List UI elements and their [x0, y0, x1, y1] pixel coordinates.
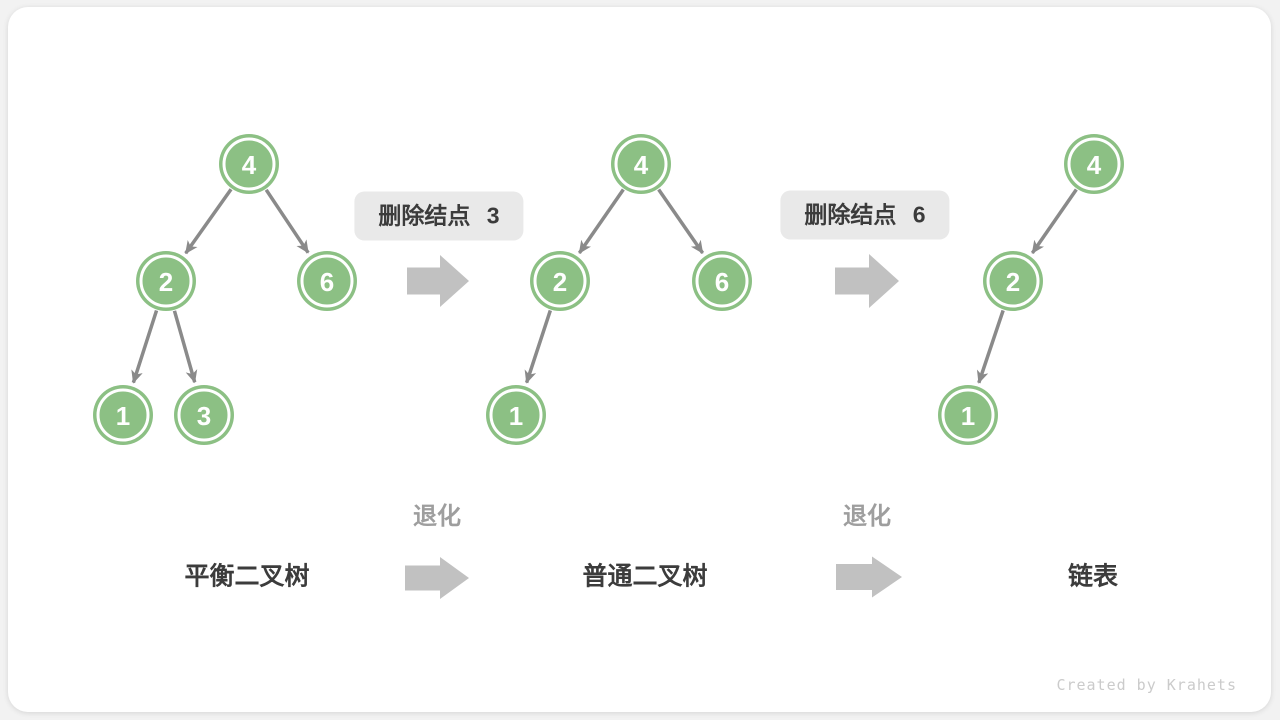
node-inner-ring [614, 137, 668, 191]
tree-name-linked-list: 链表 [1067, 562, 1119, 591]
degrade-label-1: 退化 [413, 503, 461, 530]
tree-name-ordinary-binary-tree: 普通二叉树 [582, 562, 708, 591]
tree-linked-list: 4 2 1 [938, 134, 1124, 445]
node-value: 3 [197, 401, 211, 431]
degrade-label-2: 退化 [843, 503, 891, 530]
node-value: 1 [961, 401, 975, 431]
tree-ordinary-binary-tree: 4 2 6 1 [486, 134, 752, 445]
node-value: 4 [634, 150, 649, 180]
tree-node-1: 1 [486, 385, 546, 445]
node-value: 1 [509, 401, 523, 431]
node-inner-ring [1067, 137, 1121, 191]
tree-node-2: 2 [136, 251, 196, 311]
step-label-delete-node-6: 删除结点 6 [780, 190, 950, 240]
tree-node-3: 3 [174, 385, 234, 445]
node-circle [297, 251, 357, 311]
node-circle [174, 385, 234, 445]
node-circle [611, 134, 671, 194]
node-inner-ring [139, 254, 193, 308]
node-circle [1064, 134, 1124, 194]
tree-edge [1030, 188, 1078, 255]
block-arrow-right-icon [405, 557, 469, 599]
node-value: 6 [715, 267, 729, 297]
node-inner-ring [96, 388, 150, 442]
tree-edge [131, 309, 159, 384]
tree-node-2: 2 [530, 251, 590, 311]
node-inner-ring [222, 137, 276, 191]
node-inner-ring [695, 254, 749, 308]
node-circle [219, 134, 279, 194]
tree-edge [172, 310, 198, 384]
node-circle [93, 385, 153, 445]
node-value: 1 [116, 401, 130, 431]
tree-node-2: 2 [983, 251, 1043, 311]
node-circle [938, 385, 998, 445]
node-value: 4 [1087, 150, 1102, 180]
tree-node-6: 6 [692, 251, 752, 311]
node-value: 2 [1006, 267, 1020, 297]
tree-edge [184, 188, 233, 255]
block-arrow-right-icon [835, 254, 899, 308]
tree-node-4: 4 [611, 134, 671, 194]
node-circle [530, 251, 590, 311]
node-value: 2 [553, 267, 567, 297]
node-value: 6 [320, 267, 334, 297]
tree-node-1: 1 [938, 385, 998, 445]
tree-name-balanced-binary-tree: 平衡二叉树 [184, 562, 310, 591]
node-inner-ring [533, 254, 587, 308]
node-circle [136, 251, 196, 311]
figure-card [8, 7, 1271, 712]
tree-node-4: 4 [1064, 134, 1124, 194]
tree-balanced-binary-tree: 4 2 6 1 3 [93, 134, 357, 445]
step-label-delete-node-3: 删除结点 3 [354, 191, 524, 241]
tree-edge [976, 309, 1005, 384]
tree-edge [524, 309, 552, 384]
node-circle [983, 251, 1043, 311]
tree-edge [264, 188, 310, 254]
node-value: 4 [242, 150, 257, 180]
tree-node-6: 6 [297, 251, 357, 311]
tree-edge [657, 188, 705, 255]
watermark: Created by Krahets [1056, 676, 1237, 694]
node-inner-ring [300, 254, 354, 308]
tree-node-4: 4 [219, 134, 279, 194]
node-inner-ring [177, 388, 231, 442]
node-inner-ring [941, 388, 995, 442]
node-circle [486, 385, 546, 445]
node-inner-ring [986, 254, 1040, 308]
tree-edge [577, 188, 625, 255]
block-arrow-right-icon [836, 556, 902, 598]
block-arrow-right-icon [407, 255, 469, 307]
tree-node-1: 1 [93, 385, 153, 445]
node-value: 2 [159, 267, 173, 297]
node-circle [692, 251, 752, 311]
node-inner-ring [489, 388, 543, 442]
